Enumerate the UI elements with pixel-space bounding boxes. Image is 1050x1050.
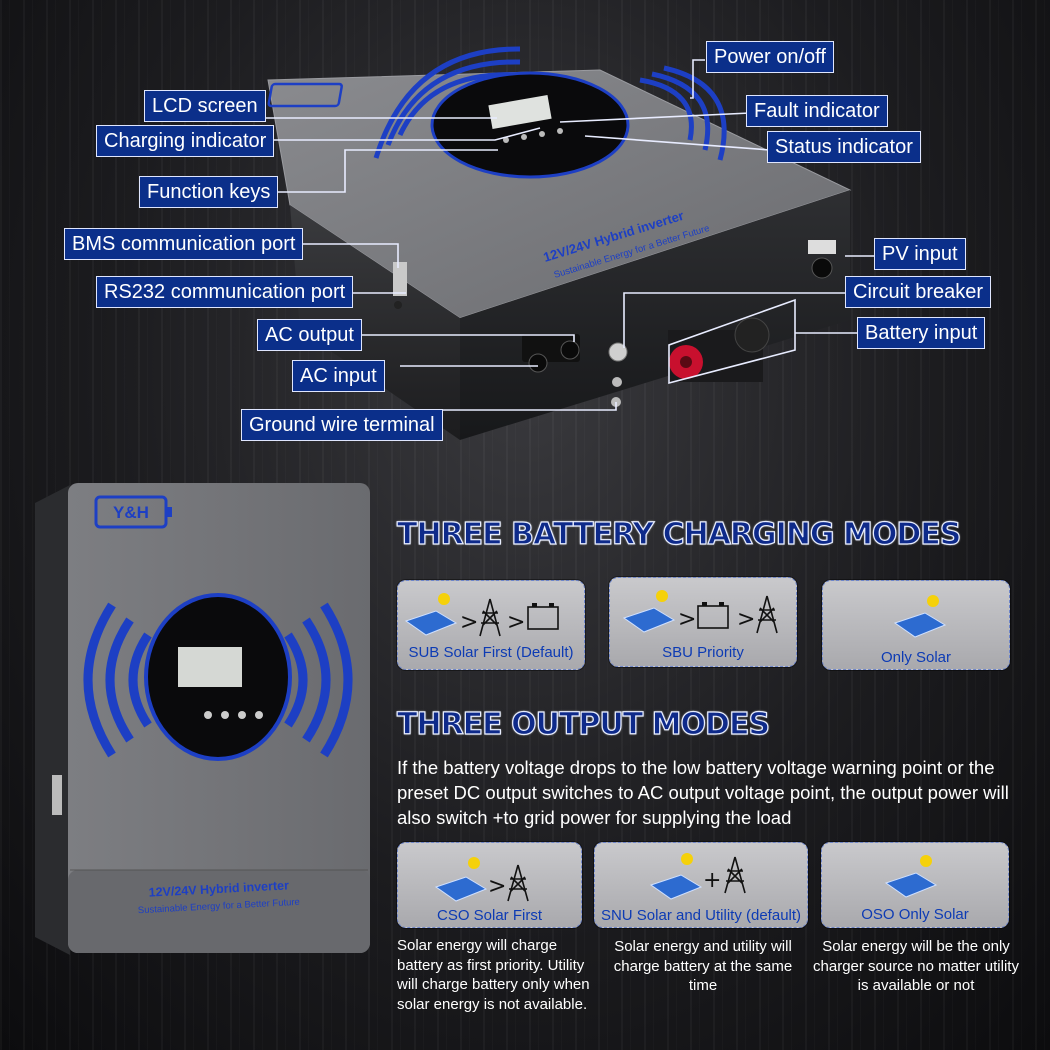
operator: > <box>488 874 506 899</box>
callout-pv-input: PV input <box>874 238 966 270</box>
solar-panel-icon <box>649 853 703 900</box>
brand-text: Y&H <box>113 503 149 522</box>
callout-bms-port: BMS communication port <box>64 228 304 260</box>
charging-mode-label: SUB Solar First (Default) <box>408 644 574 661</box>
transmission-tower-icon <box>724 856 746 894</box>
callout-leader-lines <box>256 59 874 425</box>
callout-ac-input: AC input <box>292 360 385 392</box>
charging-modes-title: THREE BATTERY CHARGING MODES <box>396 516 962 552</box>
callout-charging-indicator: Charging indicator <box>96 125 275 157</box>
battery-icon <box>697 602 729 629</box>
output-mode-label: OSO Only Solar <box>861 906 969 923</box>
svg-text:>: > <box>737 607 755 632</box>
svg-text:>: > <box>460 610 478 635</box>
callout-power-on-off: Power on/off <box>706 41 834 73</box>
output-modes-description: If the battery voltage drops to the low … <box>397 757 1009 828</box>
charging-mode-label: SBU Priority <box>662 644 744 661</box>
solar-panel-icon <box>434 857 488 902</box>
charging-mode-card-sbu: > > SBU Priority <box>609 577 797 667</box>
solar-panel-icon <box>404 593 458 636</box>
solar-panel-icon <box>893 595 947 638</box>
output-mode-note-cso: Solar energy will charge battery as firs… <box>397 937 590 1013</box>
charging-mode-card-only-solar: Only Solar <box>822 580 1010 670</box>
solar-panel-icon <box>884 855 938 898</box>
callout-ac-output: AC output <box>257 319 362 351</box>
callout-rs232-port: RS232 communication port <box>96 276 354 308</box>
output-modes-title: THREE OUTPUT MODES <box>396 706 770 742</box>
transmission-tower-icon <box>479 598 501 637</box>
callout-battery-input: Battery input <box>857 317 986 349</box>
charging-mode-card-sub: > > SUB Solar First (Default) <box>397 580 585 670</box>
callout-circuit-breaker: Circuit breaker <box>845 276 992 308</box>
output-mode-note-oso: Solar energy will be the only charger so… <box>813 938 1019 994</box>
svg-text:>: > <box>507 610 525 635</box>
inverter-front-view: Y&H 12V/24V Hybrid inverter Sustainable … <box>35 483 370 955</box>
output-mode-note-snu: Solar energy and utility will charge bat… <box>613 938 793 994</box>
brand-logo-top <box>267 82 343 108</box>
transmission-tower-icon <box>756 595 778 634</box>
output-mode-card-oso: OSO Only Solar <box>821 842 1009 928</box>
callout-function-keys: Function keys <box>139 176 279 208</box>
inverter-top-view: 12V/24V Hybrid inverter Sustainable Ener… <box>267 46 852 440</box>
output-mode-label: CSO Solar First <box>436 907 542 924</box>
callout-ground-terminal: Ground wire terminal <box>241 409 443 441</box>
solar-panel-icon <box>622 590 676 633</box>
battery-icon <box>527 603 559 630</box>
callout-status-indicator: Status indicator <box>767 131 921 163</box>
output-mode-card-cso: > CSO Solar First <box>397 842 582 928</box>
output-mode-label: SNU Solar and Utility (default) <box>600 907 802 924</box>
operator: + <box>703 868 721 893</box>
output-mode-card-snu: + SNU Solar and Utility (default) <box>594 842 808 928</box>
charging-mode-label: Only Solar <box>880 649 952 666</box>
callout-lcd-screen: LCD screen <box>144 90 266 122</box>
callout-fault-indicator: Fault indicator <box>746 95 888 127</box>
transmission-tower-icon <box>507 864 529 902</box>
svg-text:>: > <box>678 607 696 632</box>
